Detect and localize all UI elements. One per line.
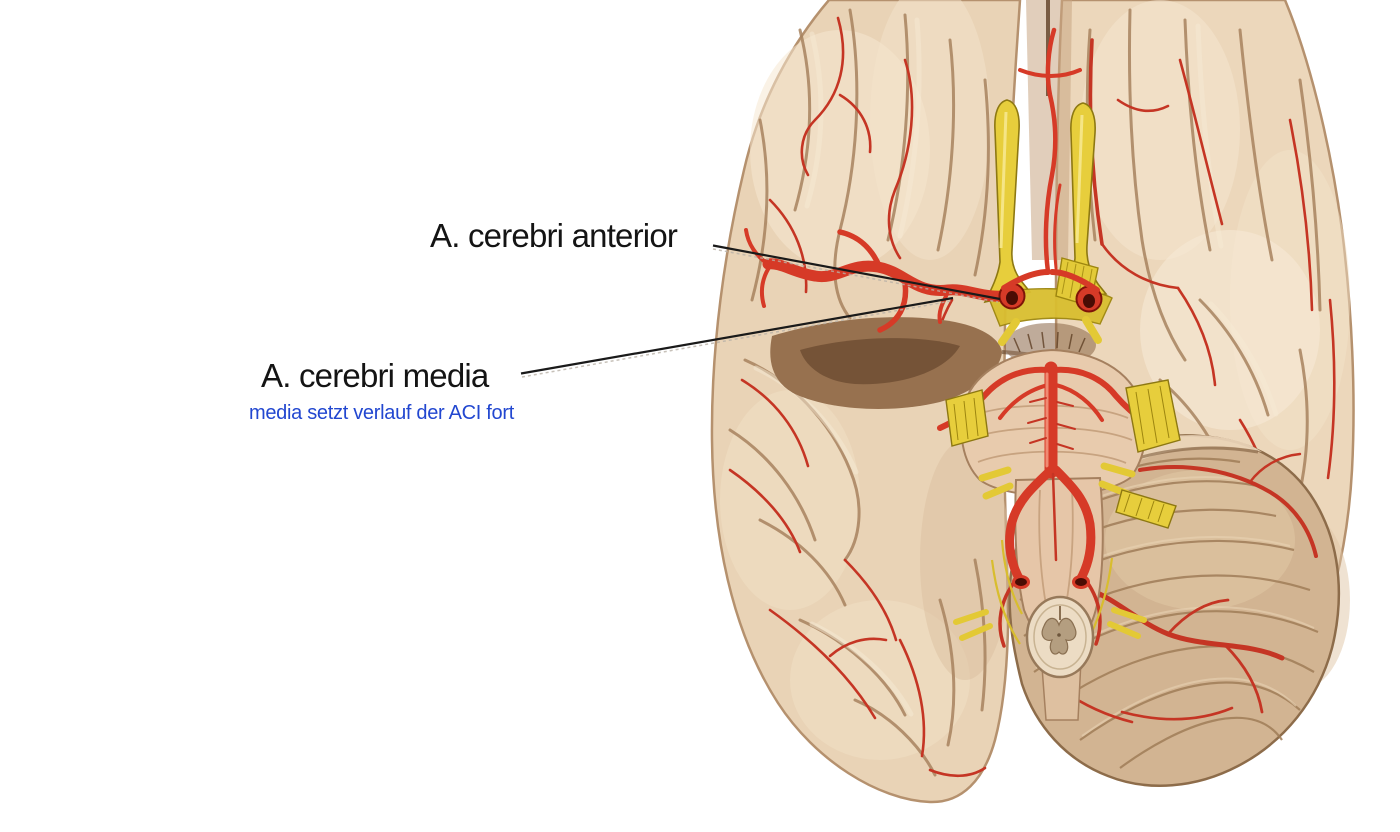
vertebral-artery-stump [1072, 575, 1090, 589]
leader-line-anterior-ghost [712, 248, 999, 303]
internal-carotid-stumps [998, 269, 1103, 313]
leader-lines [520, 244, 1001, 378]
label-a-cerebri-anterior: A. cerebri anterior [430, 217, 678, 254]
cranial-nerve-stumps [945, 316, 1181, 645]
leader-line-media [520, 296, 954, 375]
anterior-cerebral-artery [1001, 269, 1100, 293]
middle-cerebral-artery [744, 228, 1018, 333]
label-a-cerebri-media: A. cerebri media [261, 357, 489, 394]
leader-line-media-ghost [521, 300, 952, 378]
note-media-aci: media setzt verlauf der ACI fort [249, 402, 514, 424]
left-hemisphere [710, 0, 1022, 804]
vertebral-artery-stump [1012, 575, 1030, 589]
leader-line-anterior [712, 244, 1001, 301]
spinal-cord-cross-section [1025, 595, 1095, 679]
temporal-cut-surface [770, 317, 1089, 409]
